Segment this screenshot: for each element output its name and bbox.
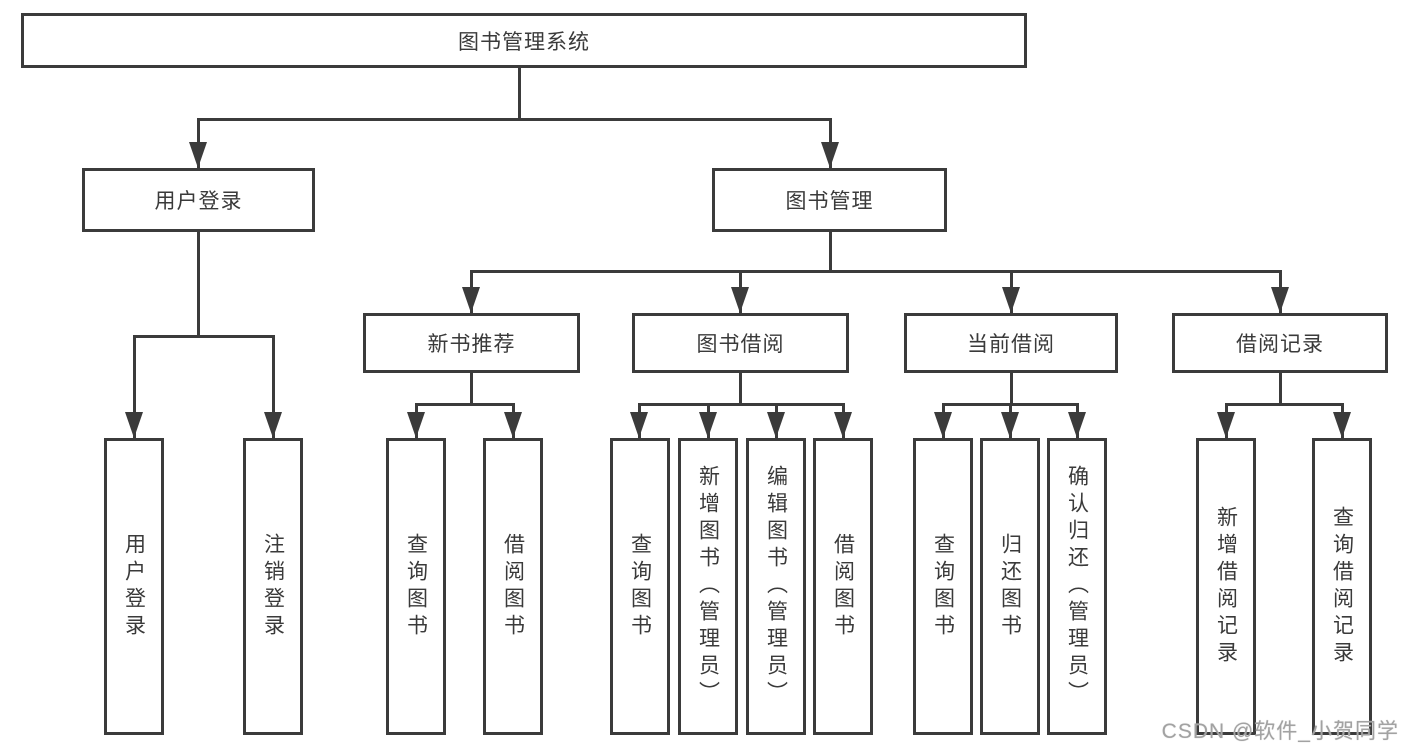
- connector-line: [1279, 373, 1282, 403]
- leaf-edit-books-admin-label: 编辑图书（管理员）: [764, 465, 788, 708]
- arrow-down-icon: [1002, 287, 1020, 313]
- leaf-edit-books-admin: 编辑图书（管理员）: [746, 438, 806, 735]
- arrow-down-icon: [1271, 287, 1289, 313]
- node-book-borrowing-label: 图书借阅: [696, 333, 785, 356]
- arrow-down-icon: [264, 412, 282, 438]
- leaf-query-books-borrowing: 查询图书: [610, 438, 670, 735]
- leaf-logout: 注销登录: [243, 438, 303, 735]
- node-user-login: 用户登录: [82, 168, 315, 232]
- arrow-down-icon: [767, 412, 785, 438]
- leaf-add-borrow-record: 新增借阅记录: [1196, 438, 1256, 735]
- leaf-query-books-current-label: 查询图书: [931, 532, 955, 641]
- leaf-user-login-label: 用户登录: [122, 532, 146, 641]
- leaf-borrow-books-recommend: 借阅图书: [483, 438, 543, 735]
- connector-line: [133, 335, 136, 438]
- leaf-return-books-label: 归还图书: [998, 532, 1022, 641]
- connector-line: [1225, 403, 1344, 406]
- node-book-management-label: 图书管理: [785, 190, 874, 213]
- connector-line: [739, 373, 742, 403]
- connector-line: [470, 270, 1282, 273]
- leaf-confirm-return-admin-label: 确认归还（管理员）: [1065, 465, 1089, 708]
- leaf-query-borrow-record: 查询借阅记录: [1312, 438, 1372, 735]
- node-book-management: 图书管理: [712, 168, 947, 232]
- connector-line: [197, 118, 832, 121]
- leaf-logout-label: 注销登录: [261, 532, 285, 641]
- leaf-return-books: 归还图书: [980, 438, 1040, 735]
- connector-line: [470, 373, 473, 403]
- leaf-query-books-borrowing-label: 查询图书: [628, 532, 652, 641]
- leaf-query-books-recommend-label: 查询图书: [404, 532, 428, 641]
- leaf-add-borrow-record-label: 新增借阅记录: [1214, 505, 1238, 668]
- arrow-down-icon: [834, 412, 852, 438]
- arrow-down-icon: [934, 412, 952, 438]
- arrow-down-icon: [821, 142, 839, 168]
- node-borrowing-records: 借阅记录: [1172, 313, 1388, 373]
- arrow-down-icon: [1001, 412, 1019, 438]
- node-user-login-label: 用户登录: [154, 190, 243, 213]
- leaf-borrow-books-recommend-label: 借阅图书: [501, 532, 525, 641]
- node-root-label: 图书管理系统: [458, 30, 590, 54]
- arrow-down-icon: [504, 412, 522, 438]
- node-current-borrowing: 当前借阅: [904, 313, 1118, 373]
- arrow-down-icon: [407, 412, 425, 438]
- leaf-add-books-admin-label: 新增图书（管理员）: [696, 465, 720, 708]
- arrow-down-icon: [699, 412, 717, 438]
- leaf-user-login: 用户登录: [104, 438, 164, 735]
- node-current-borrowing-label: 当前借阅: [967, 333, 1055, 356]
- leaf-borrow-books-borrowing: 借阅图书: [813, 438, 873, 735]
- arrow-down-icon: [1068, 412, 1086, 438]
- node-borrowing-records-label: 借阅记录: [1236, 333, 1324, 356]
- csdn-watermark: CSDN @软件_小贺同学: [1161, 720, 1399, 743]
- connector-line: [829, 232, 832, 272]
- arrow-down-icon: [1217, 412, 1235, 438]
- connector-line: [197, 232, 200, 335]
- node-new-book-recommendation: 新书推荐: [363, 313, 580, 373]
- arrow-down-icon: [630, 412, 648, 438]
- node-new-book-recommendation-label: 新书推荐: [427, 333, 516, 356]
- leaf-add-books-admin: 新增图书（管理员）: [678, 438, 738, 735]
- leaf-query-books-recommend: 查询图书: [386, 438, 446, 735]
- arrow-down-icon: [125, 412, 143, 438]
- leaf-borrow-books-borrowing-label: 借阅图书: [831, 532, 855, 641]
- connector-line: [518, 68, 521, 120]
- arrow-down-icon: [189, 142, 207, 168]
- arrow-down-icon: [462, 287, 480, 313]
- connector-line: [638, 403, 845, 406]
- leaf-query-borrow-record-label: 查询借阅记录: [1330, 505, 1354, 668]
- leaf-query-books-current: 查询图书: [913, 438, 973, 735]
- arrow-down-icon: [1333, 412, 1351, 438]
- connector-line: [1010, 373, 1013, 403]
- node-root: 图书管理系统: [21, 13, 1027, 68]
- node-book-borrowing: 图书借阅: [632, 313, 849, 373]
- connector-line: [272, 335, 275, 438]
- arrow-down-icon: [731, 287, 749, 313]
- connector-line: [415, 403, 515, 406]
- leaf-confirm-return-admin: 确认归还（管理员）: [1047, 438, 1107, 735]
- connector-line: [133, 335, 275, 338]
